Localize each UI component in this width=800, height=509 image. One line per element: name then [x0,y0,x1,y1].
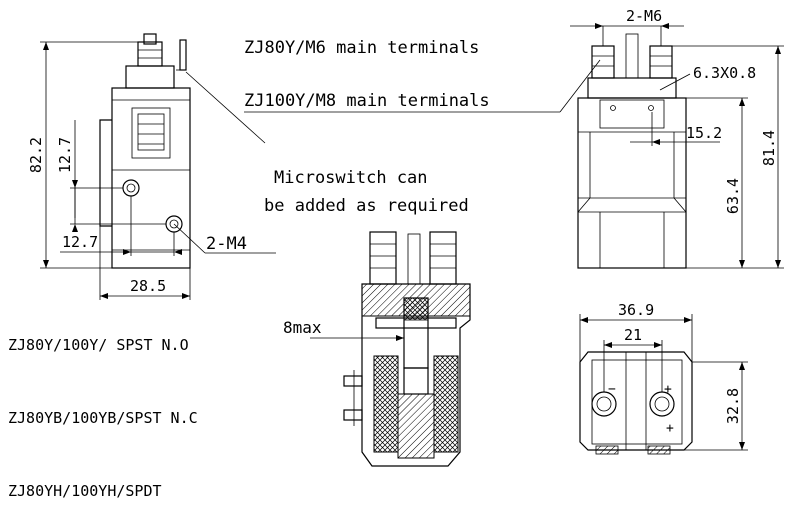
side-view-body [111,87,191,269]
section-coil-left [373,355,399,453]
leader-to-front-terminal [559,59,601,113]
dim-81-4-label: 81.4 [760,130,778,166]
top-view: − + + 36.9 21 32.8 [579,301,748,455]
polarity-plus-2: + [666,421,674,436]
dim-15-2-label: 15.2 [686,124,722,142]
top-view-body [579,351,693,451]
section-terminal-right [429,231,457,285]
dim-2-m4-label: 2-M4 [206,234,247,254]
polarity-minus: − [608,382,616,397]
dim-82-2-label: 82.2 [27,137,45,173]
side-terminal-stud [137,41,163,67]
dim-12-7-v-label: 12.7 [56,137,74,173]
model-list: ZJ80Y/100Y/ SPST N.O ZJ80YB/100YB/SPST N… [8,336,198,500]
model-spst-no: ZJ80Y/100Y/ SPST N.O [8,336,189,354]
note-m6-terminals: ZJ80Y/M6 main terminals [244,38,479,58]
front-view-body [577,97,687,269]
side-mount-bracket [99,119,112,227]
dim-6-3x0-8-label: 6.3X0.8 [693,64,756,82]
polarity-plus: + [664,382,672,397]
dim-63-4-label: 63.4 [724,178,742,214]
section-view: 8max [283,231,471,467]
dim-28-5-label: 28.5 [130,277,166,295]
dim-21-label: 21 [624,326,642,344]
note-m8-terminals: ZJ100Y/M8 main terminals [244,91,490,111]
front-terminal-left [591,45,615,79]
dim-32-8-label: 32.8 [724,388,742,424]
mount-hole-upper [122,179,140,197]
section-terminal-left [369,231,397,285]
section-core [397,393,435,459]
section-coil-right [433,355,459,453]
note-microswitch-line1: Microswitch can [274,168,428,188]
front-view: 2-M6 6.3X0.8 15.2 63.4 81.4 [570,7,784,269]
leader-2-m4 [173,223,206,254]
model-spst-nc: ZJ80YB/100YB/SPST N.C [8,409,198,427]
dim-36-9-label: 36.9 [618,301,654,319]
model-spdt: ZJ80YH/100YH/SPDT [8,482,162,500]
dim-2-m6-label: 2-M6 [626,7,662,25]
front-terminal-right [649,45,673,79]
terminal-notes: ZJ80Y/M6 main terminals ZJ100Y/M8 main t… [244,38,601,216]
dim-12-7-h-label: 12.7 [62,233,98,251]
front-microswitch [599,99,665,129]
leader-main-terminals [185,71,266,144]
dim-8max-label: 8max [283,318,322,337]
side-view: 82.2 12.7 12.7 28.5 2-M4 [27,33,276,300]
note-microswitch-line2: be added as required [264,196,469,216]
side-view-cap [125,65,175,89]
